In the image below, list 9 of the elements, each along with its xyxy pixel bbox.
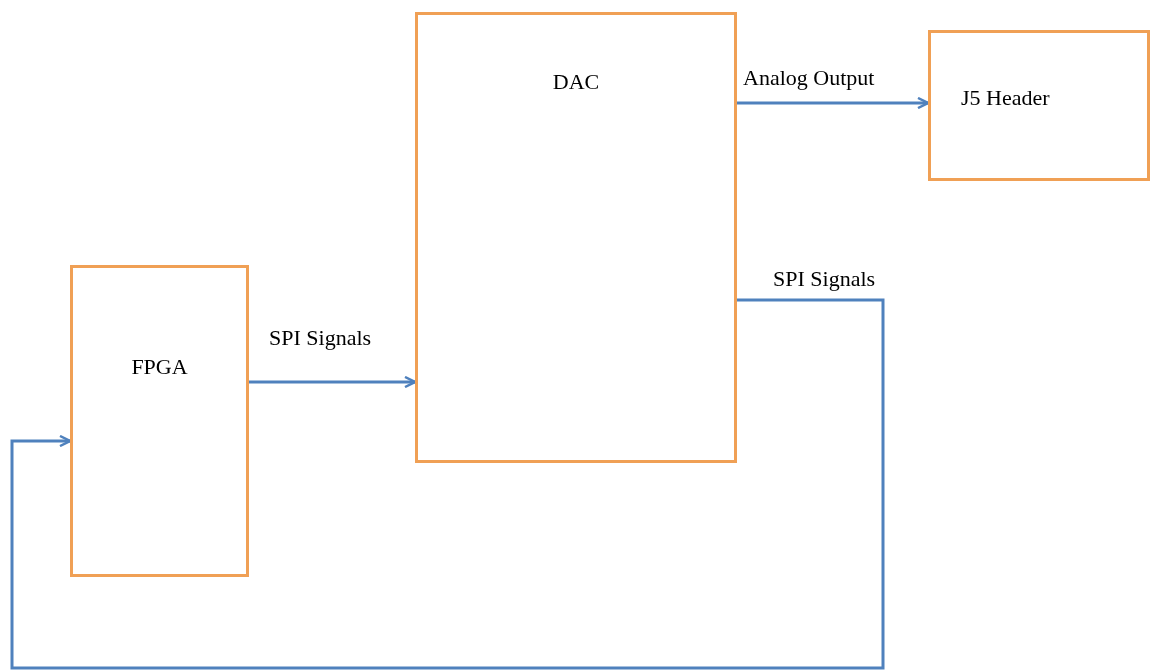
block-box xyxy=(928,30,1150,181)
block-box xyxy=(415,12,737,463)
block-label: FPGA xyxy=(131,354,188,380)
block-label: DAC xyxy=(552,69,600,95)
block-label: J5 Header xyxy=(961,85,1050,111)
arrow xyxy=(249,375,417,389)
arrow xyxy=(10,298,885,670)
arrow xyxy=(737,96,930,110)
block-box xyxy=(70,265,249,577)
